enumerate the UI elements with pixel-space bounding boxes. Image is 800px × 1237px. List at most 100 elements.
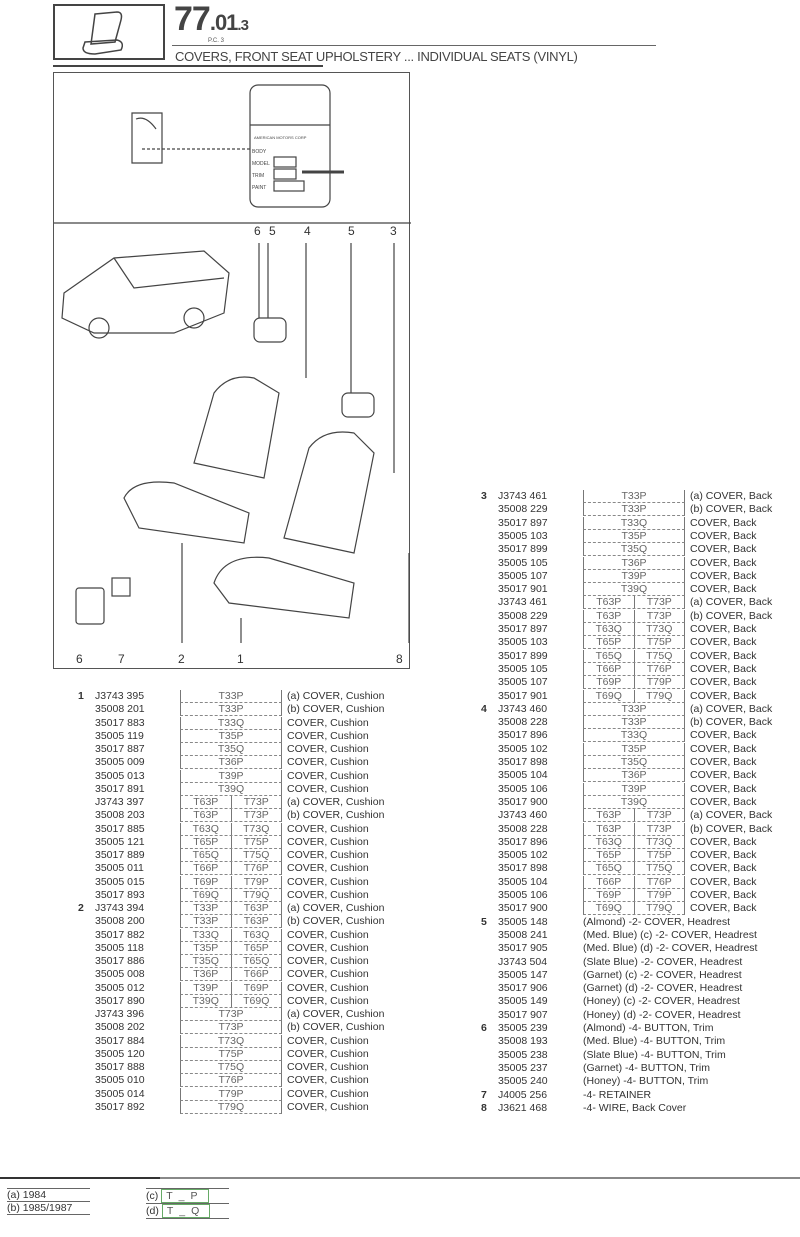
part-description: COVER, Cushion <box>287 1100 369 1113</box>
trim-code: T69Q <box>230 994 282 1007</box>
trim-code: T75Q <box>230 849 282 861</box>
part-number: 35017 896 <box>498 835 548 848</box>
part-description: (b) COVER, Back <box>690 716 773 729</box>
part-description: (Med. Blue) -4- BUTTON, Trim <box>583 1035 726 1048</box>
part-description: (a) COVER, Cushion <box>287 902 385 914</box>
part-description: (a) COVER, Back <box>690 702 773 715</box>
trim-code: T36P <box>193 968 219 981</box>
trim-code-box: T73Q <box>180 1034 282 1048</box>
part-number: 35005 106 <box>498 782 548 795</box>
trim-code-box: T75Q <box>180 1061 282 1074</box>
part-number: 35017 887 <box>95 743 145 755</box>
part-description: COVER, Cushion <box>287 875 369 888</box>
part-description: COVER, Back <box>690 862 757 875</box>
trim-code-box: T36P <box>583 556 685 570</box>
trim-code-box: T35Q <box>583 543 685 557</box>
trim-code: T63P <box>193 809 219 822</box>
part-description: COVER, Back <box>690 889 757 901</box>
footnote-d-code: T_Q <box>161 1204 211 1218</box>
trim-code: T75P <box>633 636 685 649</box>
part-number: 35005 147 <box>498 968 548 981</box>
part-description: COVER, Back <box>690 583 757 596</box>
part-number: 35017 901 <box>498 689 548 702</box>
part-description: COVER, Cushion <box>287 888 369 901</box>
item-number: 3 <box>481 490 487 502</box>
trim-code-box: T36P <box>180 756 282 770</box>
trim-code: T69Q <box>595 689 622 702</box>
trim-code: T69P <box>193 875 219 888</box>
item-number: 5 <box>481 915 487 928</box>
part-description: COVER, Cushion <box>287 862 369 875</box>
trim-code: T75P <box>230 835 282 848</box>
trim-code-box: T79P <box>180 1087 282 1101</box>
trim-code-box: T33P <box>583 716 685 730</box>
trim-code: T33P <box>621 490 647 502</box>
part-description: (Med. Blue) (c) -2- COVER, Headrest <box>583 928 757 941</box>
part-number: 35005 105 <box>498 556 548 569</box>
callout-number: 4 <box>304 224 311 238</box>
trim-code: T36P <box>621 769 647 782</box>
part-number: 35008 229 <box>498 609 548 622</box>
part-description: COVER, Cushion <box>287 1074 369 1087</box>
trim-code-box: T33P <box>583 490 685 503</box>
part-description: COVER, Cushion <box>287 835 369 848</box>
part-number: 35005 008 <box>95 968 145 981</box>
part-number: 35017 905 <box>498 942 548 955</box>
trim-code: T75Q <box>633 649 685 662</box>
exploded-view-illustration: AMERICAN MOTORS CORP BODY MODEL TRIM PAI… <box>53 72 411 669</box>
part-description: COVER, Cushion <box>287 716 369 729</box>
trim-code: T73Q <box>633 623 685 635</box>
trim-code: T73P <box>633 822 685 835</box>
part-number: 35005 107 <box>498 676 548 689</box>
trim-code-box: T73P <box>180 1008 282 1021</box>
trim-code-box: T33P <box>583 702 685 716</box>
part-number: 35005 120 <box>95 1047 145 1060</box>
trim-code-box: T33P <box>583 503 685 517</box>
trim-code: T73Q <box>230 822 282 835</box>
item-number: 1 <box>78 690 84 702</box>
trim-code: T79Q <box>230 888 282 901</box>
trim-code: T33P <box>193 902 219 914</box>
trim-code: T76P <box>230 862 282 875</box>
svg-text:TRIM: TRIM <box>252 173 264 179</box>
footnote-c-code: T_P <box>161 1189 209 1203</box>
trim-code: T79P <box>218 1087 244 1100</box>
part-description: COVER, Back <box>690 516 757 529</box>
trim-code: T66P <box>193 862 219 875</box>
trim-code: T39P <box>621 782 647 795</box>
item-number: 2 <box>78 902 84 914</box>
part-number: 35017 884 <box>95 1034 145 1047</box>
trim-code: T76P <box>633 662 685 675</box>
part-number: 35017 889 <box>95 849 145 861</box>
trim-code: T65Q <box>192 849 219 861</box>
trim-code: T65P <box>230 941 282 954</box>
part-number: 35008 200 <box>95 915 145 928</box>
seat-thumbnail <box>53 4 165 60</box>
part-description: COVER, Back <box>690 795 757 808</box>
part-number: 35005 009 <box>95 756 145 769</box>
item-number: 8 <box>481 1101 487 1114</box>
part-number: 35005 015 <box>95 875 145 888</box>
trim-code: T69Q <box>192 888 219 901</box>
part-number: 35005 107 <box>498 569 548 582</box>
footnotes-years: (a) 1984 (b) 1985/1987 <box>7 1188 90 1215</box>
part-description: COVER, Cushion <box>287 955 369 967</box>
part-description: -4- RETAINER <box>583 1088 652 1101</box>
part-description: (b) COVER, Back <box>690 609 773 622</box>
trim-code: T66P <box>596 875 622 888</box>
part-description: COVER, Back <box>690 835 757 848</box>
part-number: J3621 468 <box>498 1101 548 1114</box>
trim-code: T33P <box>218 703 244 716</box>
trim-code: T36P <box>218 756 244 769</box>
trim-code-box: T39P <box>180 769 282 783</box>
trim-code: T73P <box>218 1008 244 1020</box>
trim-code: T33Q <box>620 516 648 529</box>
